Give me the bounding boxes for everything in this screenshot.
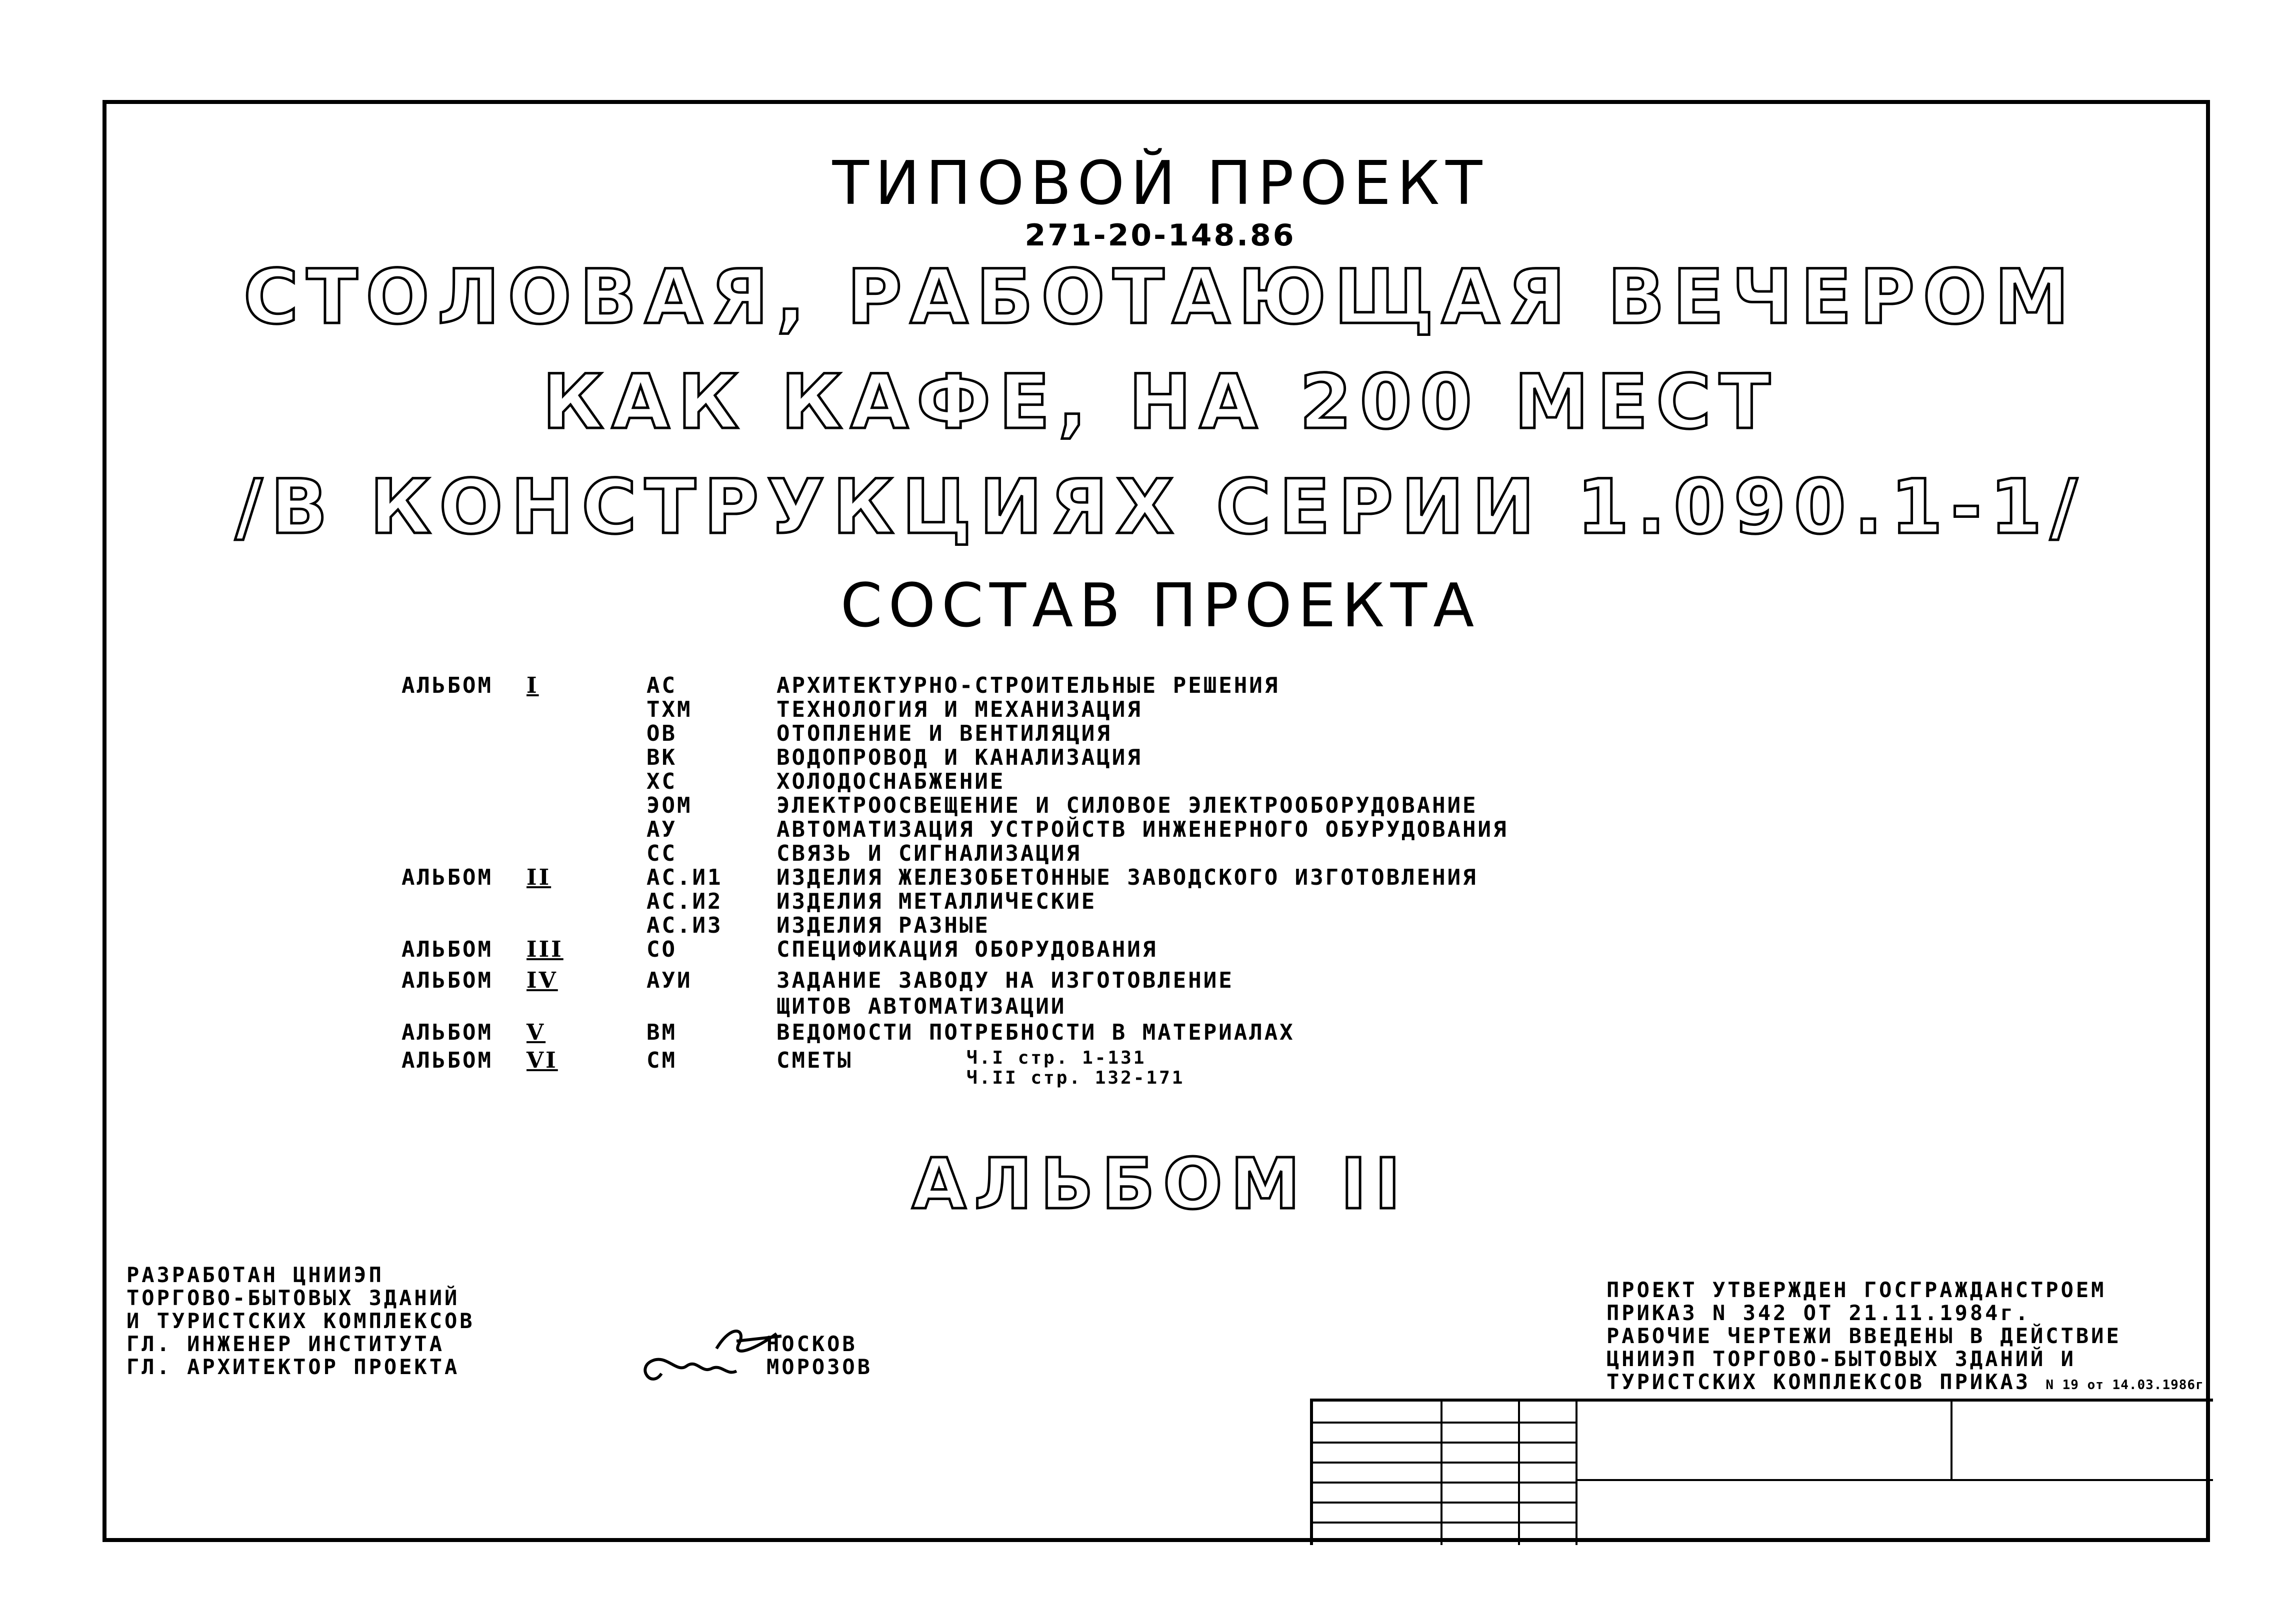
composition-table: АЛЬБОМ I АС АРХИТЕКТУРНО-СТРОИТЕЛЬНЫЕ РЕ…	[402, 674, 1752, 1094]
list-item: АЛЬБОМ II АС.И1 ИЗДЕЛИЯ ЖЕЛЕЗОБЕТОННЫЕ З…	[402, 866, 1752, 890]
section-code: СМ	[646, 1048, 677, 1073]
smety-part-2: Ч.II стр. 132-171	[966, 1068, 1185, 1088]
chief-engineer-name: НОСКОВ	[766, 1332, 858, 1356]
project-type-heading: ТИПОВОЙ ПРОЕКТ	[832, 149, 1488, 218]
section-code: АС	[646, 673, 677, 698]
approval-line-5: ТУРИСТСКИХ КОМПЛЕКСОВ ПРИКАЗ N 19 от 14.…	[1606, 1371, 2212, 1397]
list-item: АУ АВТОМАТИЗАЦИЯ УСТРОЙСТВ ИНЖЕНЕРНОГО О…	[402, 818, 1752, 842]
section-desc: ОТОПЛЕНИЕ И ВЕНТИЛЯЦИЯ	[776, 721, 1112, 746]
developer-line-1: РАЗРАБОТАН ЦНИИЭП	[126, 1263, 384, 1287]
section-desc: ИЗДЕЛИЯ РАЗНЫЕ	[776, 913, 990, 938]
album-roman: I	[526, 673, 539, 698]
stamp-row-line	[1313, 1442, 1576, 1444]
smety-part-1: Ч.I стр. 1-131	[966, 1048, 1146, 1068]
section-code: СС	[646, 841, 677, 866]
composition-heading: СОСТАВ ПРОЕКТА	[840, 571, 1480, 641]
section-desc: СВЯЗЬ И СИГНАЛИЗАЦИЯ	[776, 841, 1082, 866]
stamp-row-line	[1313, 1502, 1576, 1504]
album-roman: II	[526, 865, 552, 890]
title-line-1: СТОЛОВАЯ, РАБОТАЮЩАЯ ВЕЧЕРОМ	[242, 253, 2078, 342]
section-desc: ВЕДОМОСТИ ПОТРЕБНОСТИ В МАТЕРИАЛАХ	[776, 1020, 1295, 1045]
chief-engineer-role: ГЛ. ИНЖЕНЕР ИНСТИТУТА	[126, 1332, 445, 1356]
section-desc: ХОЛОДОСНАБЖЕНИЕ	[776, 769, 1006, 794]
list-item: АС.И3 ИЗДЕЛИЯ РАЗНЫЕ	[402, 914, 1752, 938]
list-item: ХС ХОЛОДОСНАБЖЕНИЕ	[402, 770, 1752, 794]
developer-line-3: И ТУРИСТСКИХ КОМПЛЕКСОВ	[126, 1309, 475, 1333]
approval-block: ПРОЕКТ УТВЕРЖДЕН ГОСГРАЖДАНСТРОЕМ ПРИКАЗ…	[1606, 1279, 2212, 1397]
developer-line-2: ТОРГОВО-БЫТОВЫХ ЗДАНИЙ	[126, 1286, 460, 1310]
stamp-col-line	[1518, 1402, 1520, 1545]
section-desc: ИЗДЕЛИЯ МЕТАЛЛИЧЕСКИЕ	[776, 889, 1097, 914]
section-desc: АРХИТЕКТУРНО-СТРОИТЕЛЬНЫЕ РЕШЕНИЯ	[776, 673, 1280, 698]
section-desc: ТЕХНОЛОГИЯ И МЕХАНИЗАЦИЯ	[776, 697, 1142, 722]
section-code: АС.И3	[646, 913, 723, 938]
section-code: ВМ	[646, 1020, 677, 1045]
stamp-col-line	[1576, 1402, 1578, 1545]
section-code: АС.И2	[646, 889, 723, 914]
section-desc: ВОДОПРОВОД И КАНАЛИЗАЦИЯ	[776, 745, 1142, 770]
section-code: СО	[646, 937, 677, 962]
stamp-row-line	[1313, 1482, 1576, 1484]
list-item: ТХМ ТЕХНОЛОГИЯ И МЕХАНИЗАЦИЯ	[402, 698, 1752, 722]
list-item: АС.И2 ИЗДЕЛИЯ МЕТАЛЛИЧЕСКИЕ	[402, 890, 1752, 914]
section-code: ХС	[646, 769, 677, 794]
title-block-stamp	[1310, 1399, 2213, 1545]
chief-architect-role: ГЛ. АРХИТЕКТОР ПРОЕКТА	[126, 1355, 460, 1379]
album-roman: IV	[526, 968, 558, 993]
album-label: АЛЬБОМ	[402, 865, 493, 890]
album-label-large: АЛЬБОМ II	[910, 1143, 1409, 1227]
album-roman: III	[526, 937, 564, 962]
list-item: СС СВЯЗЬ И СИГНАЛИЗАЦИЯ	[402, 842, 1752, 866]
developer-block: РАЗРАБОТАН ЦНИИЭП ТОРГОВО-БЫТОВЫХ ЗДАНИЙ…	[126, 1264, 475, 1333]
section-code: ТХМ	[646, 697, 692, 722]
list-item: АЛЬБОМ I АС АРХИТЕКТУРНО-СТРОИТЕЛЬНЫЕ РЕ…	[402, 674, 1752, 698]
section-code: ОВ	[646, 721, 677, 746]
stamp-row-line	[1313, 1522, 1576, 1524]
section-desc: ИЗДЕЛИЯ ЖЕЛЕЗОБЕТОННЫЕ ЗАВОДСКОГО ИЗГОТО…	[776, 865, 1478, 890]
section-desc: СМЕТЫ	[776, 1048, 853, 1073]
album-label: АЛЬБОМ	[402, 673, 493, 698]
approval-line-3: РАБОЧИЕ ЧЕРТЕЖИ ВВЕДЕНЫ В ДЕЙСТВИЕ	[1606, 1324, 2122, 1348]
section-code: ВК	[646, 745, 677, 770]
album-label: АЛЬБОМ	[402, 1020, 493, 1045]
album-label: АЛЬБОМ	[402, 937, 493, 962]
project-number: 271-20-148.86	[1024, 218, 1296, 253]
list-item: АЛЬБОМ IV АУИ ЗАДАНИЕ ЗАВОДУ НА ИЗГОТОВЛ…	[402, 969, 1752, 995]
approval-line-2: ПРИКАЗ N 342 ОТ 21.11.1984г.	[1606, 1301, 2031, 1325]
album-roman: VI	[526, 1048, 558, 1073]
album-label: АЛЬБОМ	[402, 968, 493, 993]
list-item: АЛЬБОМ III СО СПЕЦИФИКАЦИЯ ОБОРУДОВАНИЯ	[402, 938, 1752, 969]
stamp-row-line	[1313, 1422, 1576, 1424]
section-code: ЭОМ	[646, 793, 692, 818]
title-line-2: КАК КАФЕ, НА 200 МЕСТ	[541, 358, 1778, 447]
stamp-col-line	[1950, 1402, 1952, 1479]
stamp-col-line	[1440, 1402, 1442, 1545]
list-item: АЛЬБОМ VI СМ СМЕТЫ Ч.I стр. 1-131 Ч.II с…	[402, 1049, 1752, 1094]
list-item: ОВ ОТОПЛЕНИЕ И ВЕНТИЛЯЦИЯ	[402, 722, 1752, 746]
stamp-row-line	[1313, 1462, 1576, 1464]
chief-architect-name: МОРОЗОВ	[766, 1355, 873, 1379]
stamp-row-line	[1576, 1479, 2213, 1481]
approval-order-ref: N 19 от 14.03.1986г.	[2046, 1378, 2212, 1393]
section-desc: СПЕЦИФИКАЦИЯ ОБОРУДОВАНИЯ	[776, 937, 1158, 962]
album-roman: V	[526, 1020, 546, 1045]
list-item: ЭОМ ЭЛЕКТРООСВЕЩЕНИЕ И СИЛОВОЕ ЭЛЕКТРООБ…	[402, 794, 1752, 818]
section-desc: АВТОМАТИЗАЦИЯ УСТРОЙСТВ ИНЖЕНЕРНОГО ОБУР…	[776, 817, 1508, 842]
section-code: АС.И1	[646, 865, 723, 890]
section-desc: ЗАДАНИЕ ЗАВОДУ НА ИЗГОТОВЛЕНИЕ	[776, 968, 1234, 993]
list-item: ЩИТОВ АВТОМАТИЗАЦИИ	[402, 995, 1752, 1021]
signature-mark	[644, 1330, 782, 1381]
album-label: АЛЬБОМ	[402, 1048, 493, 1073]
section-code: АУ	[646, 817, 677, 842]
title-line-3: /В КОНСТРУКЦИЯХ СЕРИИ 1.090.1-1/	[234, 463, 2086, 552]
section-desc: ЩИТОВ АВТОМАТИЗАЦИИ	[776, 994, 1066, 1019]
drawing-frame: ТИПОВОЙ ПРОЕКТ 271-20-148.86 СТОЛОВАЯ, Р…	[102, 100, 2213, 1545]
approval-line-5-text: ТУРИСТСКИХ КОМПЛЕКСОВ ПРИКАЗ	[1606, 1370, 2031, 1394]
approval-line-4: ЦНИИЭП ТОРГОВО-БЫТОВЫХ ЗДАНИЙ И	[1606, 1347, 2076, 1371]
approval-line-1: ПРОЕКТ УТВЕРЖДЕН ГОСГРАЖДАНСТРОЕМ	[1606, 1278, 2106, 1302]
section-code: АУИ	[646, 968, 692, 993]
list-item: ВК ВОДОПРОВОД И КАНАЛИЗАЦИЯ	[402, 746, 1752, 770]
section-desc: ЭЛЕКТРООСВЕЩЕНИЕ И СИЛОВОЕ ЭЛЕКТРООБОРУД…	[776, 793, 1478, 818]
list-item: АЛЬБОМ V ВМ ВЕДОМОСТИ ПОТРЕБНОСТИ В МАТЕ…	[402, 1021, 1752, 1049]
